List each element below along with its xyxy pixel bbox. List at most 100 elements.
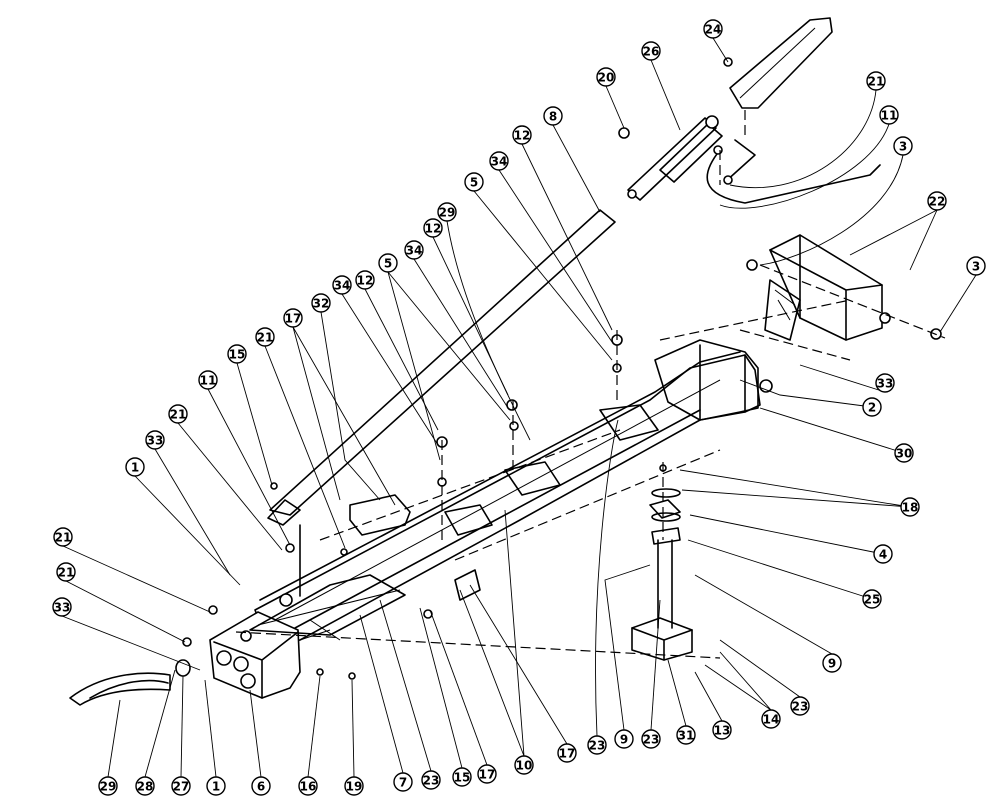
callout-circle	[404, 240, 424, 260]
boom-mid-plate-a	[599, 404, 659, 441]
axis-bracket	[659, 299, 851, 361]
callout-number: 31	[678, 729, 695, 743]
callout-balloon: 20	[596, 67, 616, 87]
callout-balloon: 26	[641, 41, 661, 61]
bolt-20	[618, 127, 630, 139]
callout-number: 33	[54, 601, 71, 615]
mast-clamp	[649, 499, 681, 519]
callout-balloon: 33	[875, 373, 895, 393]
head-pivot	[279, 593, 293, 607]
callout-balloon: 33	[52, 597, 72, 617]
callout-balloon: 11	[879, 105, 899, 125]
callout-number: 12	[357, 274, 374, 288]
callout-balloon: 12	[423, 218, 443, 238]
callout-number: 10	[516, 759, 533, 773]
callout-number: 33	[147, 434, 164, 448]
callout-balloon: 23	[421, 770, 441, 790]
callout-number: 3	[899, 140, 907, 154]
callout-number: 17	[559, 747, 576, 761]
callout-number: 23	[423, 774, 440, 788]
callout-balloon: 19	[344, 776, 364, 796]
callout-circle	[311, 293, 331, 313]
mast-collar	[651, 527, 681, 545]
callout-number: 13	[714, 724, 731, 738]
callout-circle	[894, 443, 914, 463]
axis-vertical-hardware	[441, 330, 618, 540]
callout-number: 11	[881, 109, 898, 123]
callout-circle	[255, 327, 275, 347]
callout-balloon: 27	[171, 776, 191, 796]
boom-tip-end	[699, 344, 746, 421]
callout-number: 26	[643, 45, 660, 59]
callout-balloon: 21	[255, 327, 275, 347]
callout-number: 23	[792, 700, 809, 714]
callout-number: 16	[300, 780, 317, 794]
callout-number: 19	[346, 780, 363, 794]
callout-circle	[875, 373, 895, 393]
callout-number: 21	[170, 408, 187, 422]
callout-balloon: 6	[251, 776, 271, 796]
callout-number: 21	[257, 331, 274, 345]
upper-hook-arm	[706, 149, 881, 204]
assembly-axes	[235, 110, 946, 659]
mast-washer-a	[651, 488, 681, 498]
callout-number: 23	[589, 739, 606, 753]
boom-bracket-2	[454, 569, 481, 601]
callout-balloon: 14	[761, 709, 781, 729]
callout-circle	[927, 191, 947, 211]
callout-circle	[614, 729, 634, 749]
callout-balloon: 9	[822, 653, 842, 673]
callout-number: 34	[334, 279, 351, 293]
mast-post	[657, 539, 673, 629]
callout-circle	[145, 430, 165, 450]
boom-mid-plate-c	[444, 504, 493, 536]
cylinder-barrel	[659, 123, 723, 183]
callout-number: 6	[257, 780, 265, 794]
callout-balloon: 22	[927, 191, 947, 211]
cylinder-nut	[627, 189, 637, 199]
callout-balloon: 4	[873, 544, 893, 564]
callout-circle	[198, 370, 218, 390]
callout-number: 24	[705, 23, 722, 37]
bolt-23	[423, 609, 433, 619]
callout-circle	[125, 457, 145, 477]
callout-circle	[587, 735, 607, 755]
callout-circle	[703, 19, 723, 39]
callout-number: 15	[229, 348, 246, 362]
callout-circle	[421, 770, 441, 790]
callout-balloon: 3	[893, 136, 913, 156]
bracket-plate-detail	[774, 289, 796, 321]
callout-balloon: 23	[587, 735, 607, 755]
callout-circle	[437, 202, 457, 222]
head-block	[209, 611, 301, 699]
mast-base	[631, 617, 693, 661]
bolt-19	[348, 672, 356, 680]
callout-circle	[56, 562, 76, 582]
callout-number: 20	[598, 71, 615, 85]
callout-circle	[298, 776, 318, 796]
callout-number: 8	[549, 110, 557, 124]
callout-number: 34	[406, 244, 423, 258]
callout-circle	[557, 743, 577, 763]
callout-balloon: 11	[198, 370, 218, 390]
callout-number: 21	[868, 75, 885, 89]
callout-number: 22	[929, 195, 946, 209]
callout-number: 12	[425, 222, 442, 236]
callout-number: 23	[643, 733, 660, 747]
callout-number: 9	[620, 733, 628, 747]
callout-number: 7	[399, 776, 407, 790]
hose-assembly	[69, 659, 191, 706]
nut-21d	[340, 548, 348, 556]
callout-circle	[168, 404, 188, 424]
callout-number: 2	[868, 401, 876, 415]
hook-return	[724, 139, 756, 183]
mast-base-edges	[631, 627, 693, 661]
callout-circle	[676, 725, 696, 745]
callout-balloon: 25	[862, 589, 882, 609]
callout-number: 29	[100, 780, 117, 794]
hook-bolt	[723, 175, 733, 185]
bracket-plate	[764, 279, 801, 341]
callout-circle	[641, 729, 661, 749]
callout-number: 29	[439, 206, 456, 220]
head-port-b	[233, 656, 249, 672]
